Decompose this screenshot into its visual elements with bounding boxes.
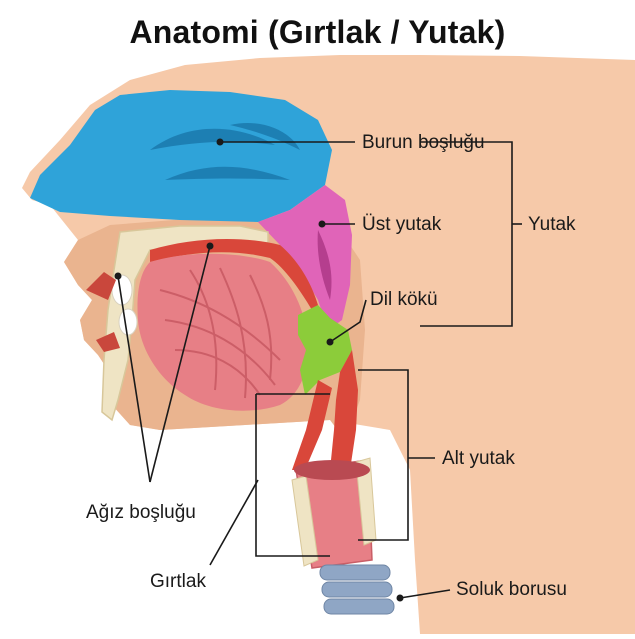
label-girtlak: Gırtlak: [150, 572, 206, 591]
diagram-title: Anatomi (Gırtlak / Yutak): [0, 14, 635, 51]
trachea: [320, 565, 394, 614]
nasal-cavity-shape: [30, 90, 332, 222]
larynx-opening: [294, 460, 370, 480]
label-ust-yutak: Üst yutak: [362, 215, 441, 234]
trachea-ring: [320, 565, 390, 580]
label-dil-koku: Dil kökü: [370, 290, 438, 309]
label-alt-yutak: Alt yutak: [442, 449, 515, 468]
trachea-ring: [322, 582, 392, 597]
label-soluk-borusu: Soluk borusu: [456, 580, 567, 599]
label-yutak: Yutak: [528, 215, 576, 234]
lower-tooth: [119, 309, 137, 335]
label-agiz-boslugu: Ağız boşluğu: [86, 503, 196, 522]
trachea-ring: [324, 599, 394, 614]
label-burun-boslugu: Burun boşluğu: [362, 133, 485, 152]
